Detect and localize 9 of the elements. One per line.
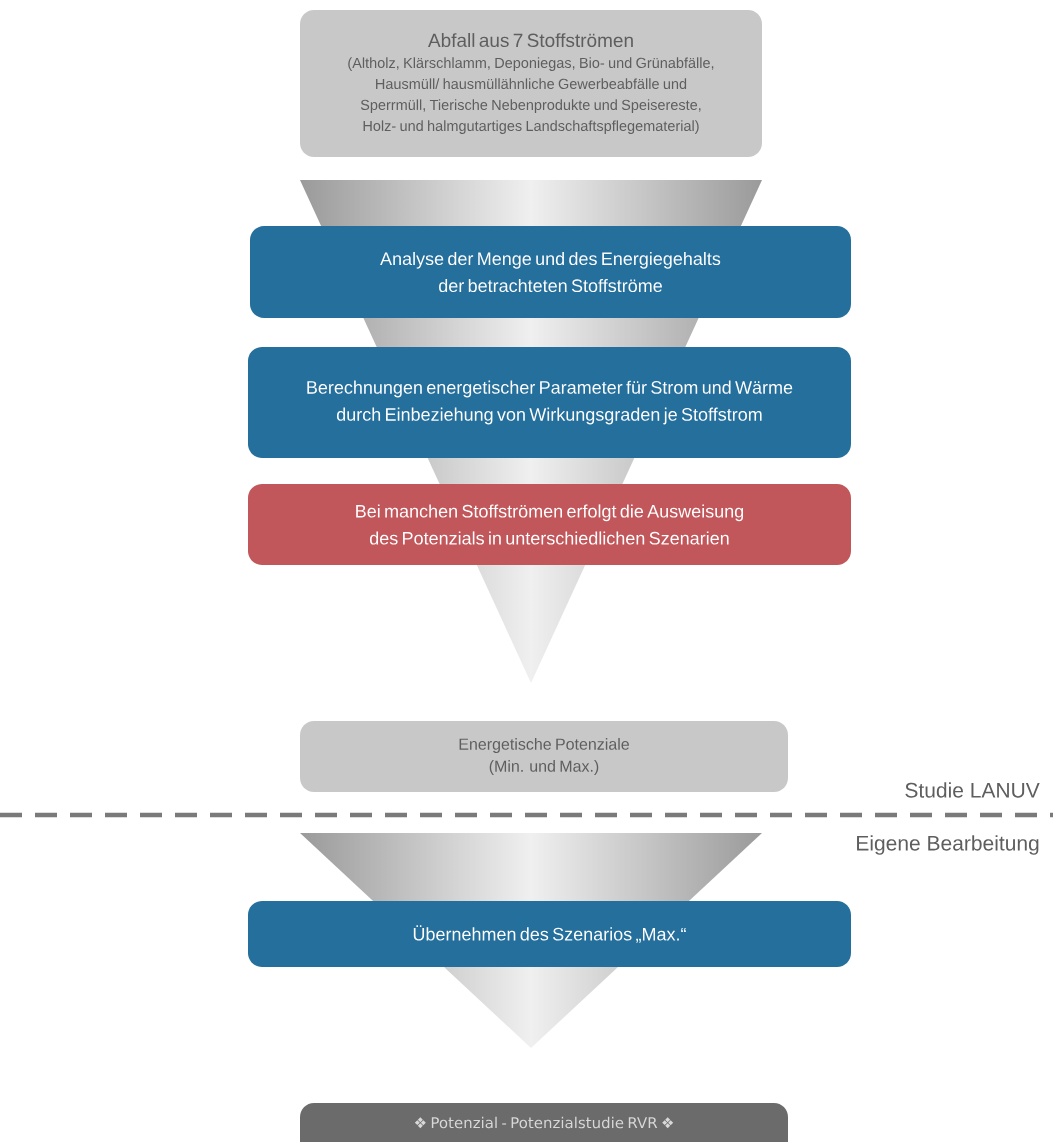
result-bar: ❖ Potenzial - Potenzialstudie RVR ❖ (300, 1103, 788, 1142)
process-box: Analyse der Menge und des Energiegehalts der betrachteten Stoffströme (250, 226, 851, 318)
section-label: Eigene Bearbeitung (857, 835, 1039, 855)
section-label: Studie LANUV (905, 782, 1040, 798)
process-box: Berechnungen energetischer Parameter für Strom und Wärme durch Einbeziehung von Wirkungsgraden je Stoffstrom (248, 347, 851, 458)
source-box: Abfall aus 7 Stoffströmen (Altholz, Klärschlamm, Deponiegas, Bio- und Grünabfälle, Hausmüll/ hausmüllähnliche Gewerbeabfälle und Sperrmüll, Tierische Nebenprodukte und Speisereste, Holz- und halmgutartiges Landschaftspflegematerial) (300, 10, 762, 157)
process-box: Übernehmen des Szenarios „Max.“ (248, 901, 851, 967)
note-box: Bei manchen Stoffströmen erfolgt die Ausweisung des Potenzials in unterschiedlichen Szenarien (248, 484, 851, 565)
result-box: Energetische Potenziale (Min. und Max.) (300, 721, 788, 792)
